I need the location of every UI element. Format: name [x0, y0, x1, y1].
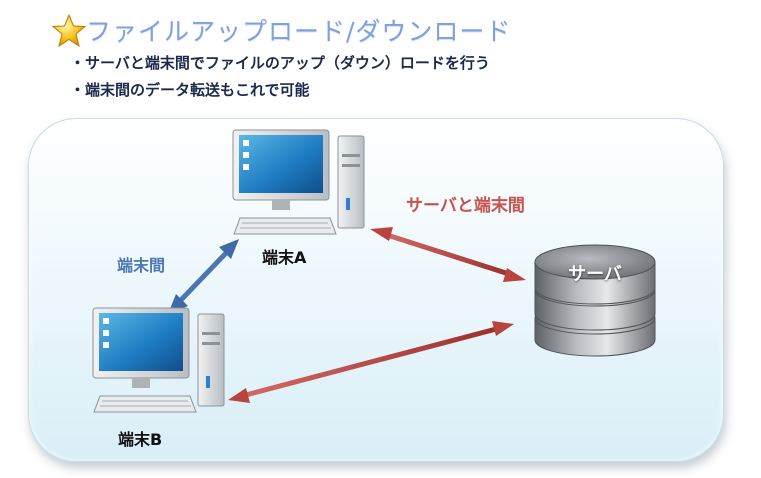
star-icon: [52, 14, 86, 48]
terminal-b-label: 端末B: [118, 430, 163, 449]
server-label: サーバ: [568, 264, 622, 285]
slide-title: ファイルアップロード/ダウンロード: [86, 17, 512, 46]
desktop-computer-icon: [232, 129, 365, 235]
slide-header: ファイルアップロード/ダウンロード ・サーバと端末間でファイルのアップ（ダウン）…: [0, 0, 761, 110]
server-link-arrow-b: [228, 321, 514, 403]
desktop-computer-icon: [92, 307, 225, 413]
server-link-label: サーバと端末間: [406, 196, 525, 216]
bullet-point: ・サーバと端末間でファイルのアップ（ダウン）ロードを行う: [70, 54, 490, 72]
server-link-arrow-a: [370, 227, 526, 282]
bullet-point: ・端末間のデータ転送もこれで可能: [70, 81, 310, 99]
terminal-a-label: 端末A: [262, 248, 307, 267]
peer-link-arrow: [168, 239, 239, 314]
database-server-icon: [534, 244, 656, 357]
peer-link-label: 端末間: [117, 256, 166, 275]
